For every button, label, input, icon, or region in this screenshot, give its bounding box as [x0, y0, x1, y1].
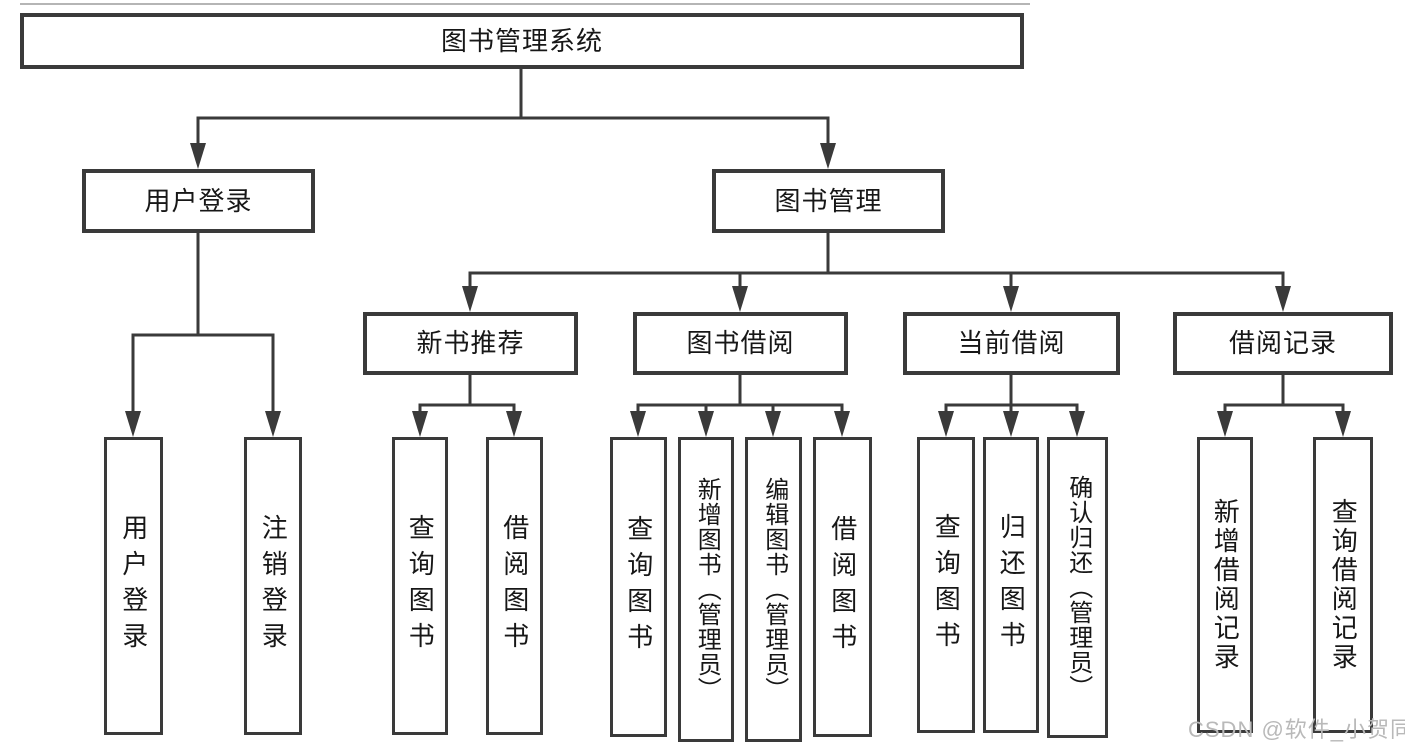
node-label: 新书推荐 [416, 328, 525, 359]
top-shadow-line [20, 3, 1030, 5]
arrowhead-icon [732, 286, 748, 312]
node-leaf-edit-book: 编辑图书（管理员） [745, 437, 802, 742]
node-label: 借阅图书 [499, 514, 530, 658]
node-leaf-query-book-3: 查询图书 [917, 437, 975, 733]
node-sub-borrow-record: 借阅记录 [1173, 312, 1393, 375]
node-root: 图书管理系统 [20, 13, 1024, 69]
arrowhead-icon [1275, 286, 1291, 312]
arrowhead-icon [190, 143, 206, 169]
node-leaf-query-record: 查询借阅记录 [1313, 437, 1373, 733]
arrowhead-icon [506, 411, 522, 437]
node-branch-book-mgmt: 图书管理 [712, 169, 945, 233]
node-label: 当前借阅 [957, 328, 1066, 359]
arrowhead-icon [125, 411, 141, 437]
arrowhead-icon [265, 411, 281, 437]
arrowhead-icon [1069, 411, 1085, 437]
node-label: 借阅图书 [827, 515, 858, 659]
node-leaf-user-login: 用户登录 [104, 437, 163, 735]
node-branch-user-login: 用户登录 [82, 169, 315, 233]
arrowhead-icon [462, 286, 478, 312]
arrowhead-icon [1217, 411, 1233, 437]
watermark: CSDN @软件_小贺同学 [1188, 717, 1405, 742]
node-label: 编辑图书（管理员） [760, 477, 788, 702]
node-leaf-borrow-book-1: 借阅图书 [486, 437, 543, 735]
node-leaf-return-book: 归还图书 [983, 437, 1039, 733]
node-label: 图书管理 [774, 185, 883, 216]
arrowhead-icon [765, 411, 781, 437]
node-label: 确认归还（管理员） [1064, 475, 1092, 700]
arrowhead-icon [1335, 411, 1351, 437]
arrowhead-icon [938, 411, 954, 437]
node-label: 图书借阅 [686, 328, 795, 359]
arrowhead-icon [1003, 286, 1019, 312]
node-leaf-borrow-book-2: 借阅图书 [813, 437, 872, 737]
node-label: 新增借阅记录 [1210, 498, 1241, 672]
arrowhead-icon [834, 411, 850, 437]
node-leaf-add-record: 新增借阅记录 [1197, 437, 1253, 733]
arrowhead-icon [630, 411, 646, 437]
node-label: 查询图书 [623, 515, 654, 659]
node-label: 用户登录 [144, 185, 253, 216]
node-label: 注销登录 [258, 514, 289, 658]
node-label: 查询借阅记录 [1328, 498, 1359, 672]
arrowhead-icon [1003, 411, 1019, 437]
node-label: 查询图书 [931, 513, 962, 657]
node-sub-current-borrow: 当前借阅 [903, 312, 1120, 375]
arrowhead-icon [698, 411, 714, 437]
node-leaf-query-book-1: 查询图书 [392, 437, 448, 735]
node-label: 用户登录 [118, 514, 149, 658]
node-sub-new-book: 新书推荐 [363, 312, 578, 375]
node-sub-book-borrow: 图书借阅 [633, 312, 848, 375]
node-label: 图书管理系统 [440, 25, 603, 56]
node-label: 查询图书 [405, 514, 436, 658]
arrowhead-icon [820, 143, 836, 169]
node-leaf-add-book: 新增图书（管理员） [678, 437, 734, 742]
node-leaf-query-book-2: 查询图书 [610, 437, 667, 737]
node-label: 借阅记录 [1228, 328, 1337, 359]
arrowhead-icon [412, 411, 428, 437]
node-label: 新增图书（管理员） [693, 477, 721, 702]
node-leaf-logout: 注销登录 [244, 437, 302, 735]
node-label: 归还图书 [996, 513, 1027, 657]
node-leaf-confirm-return: 确认归还（管理员） [1047, 437, 1108, 738]
